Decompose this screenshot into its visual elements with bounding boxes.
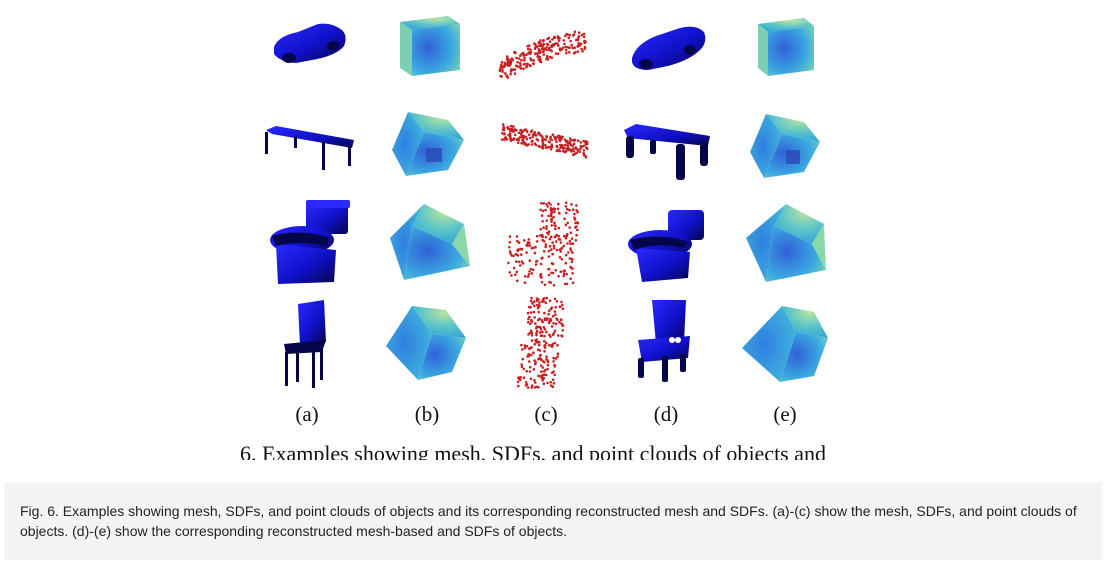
- row-2-recon-mesh-table: [624, 124, 710, 180]
- row-3-recon-sdf-cube: [746, 204, 826, 282]
- row-1-pointcloud-car: [498, 30, 587, 79]
- row-1-sdf-cube-a: [400, 16, 460, 76]
- row-2-mesh-table: [265, 126, 354, 170]
- row-4-recon-sdf-cube: [742, 306, 828, 382]
- column-label-a: (a): [295, 402, 319, 426]
- row-3-mesh-toilet: [270, 200, 350, 284]
- row-3-sdf-cube-c: [390, 204, 470, 280]
- column-label-d: (d): [653, 402, 679, 426]
- column-label-c: (c): [534, 402, 558, 426]
- row-2-sdf-cube-b: [392, 112, 464, 176]
- row-1-recon-mesh-car: [632, 26, 706, 71]
- row-2-pointcloud-table: [501, 123, 589, 159]
- row-2-recon-sdf-cube: [750, 114, 820, 178]
- row-4-pointcloud-chair: [516, 296, 565, 389]
- column-label-b: (b): [414, 402, 440, 426]
- row-4-mesh-chair: [284, 300, 326, 388]
- figure-panel: (a) (b) (c) (d) (e) 6. Examples showing …: [240, 16, 828, 460]
- figure-caption: Fig. 6. Examples showing mesh, SDFs, and…: [20, 503, 1077, 539]
- row-3-recon-mesh-toilet: [628, 210, 704, 282]
- row-1-recon-sdf-cube: [758, 18, 814, 76]
- column-label-e: (e): [773, 402, 797, 426]
- row-4-sdf-cube-d: [386, 306, 466, 380]
- row-1-mesh-car: [274, 23, 346, 64]
- row-4-recon-mesh-chair: [638, 300, 690, 382]
- caption-box: Fig. 6. Examples showing mesh, SDFs, and…: [4, 482, 1102, 560]
- figure-grid: [265, 16, 828, 389]
- row-3-pointcloud-toilet: [507, 201, 580, 287]
- figure-embedded-caption-cropped: 6. Examples showing mesh, SDFs, and poin…: [240, 441, 827, 460]
